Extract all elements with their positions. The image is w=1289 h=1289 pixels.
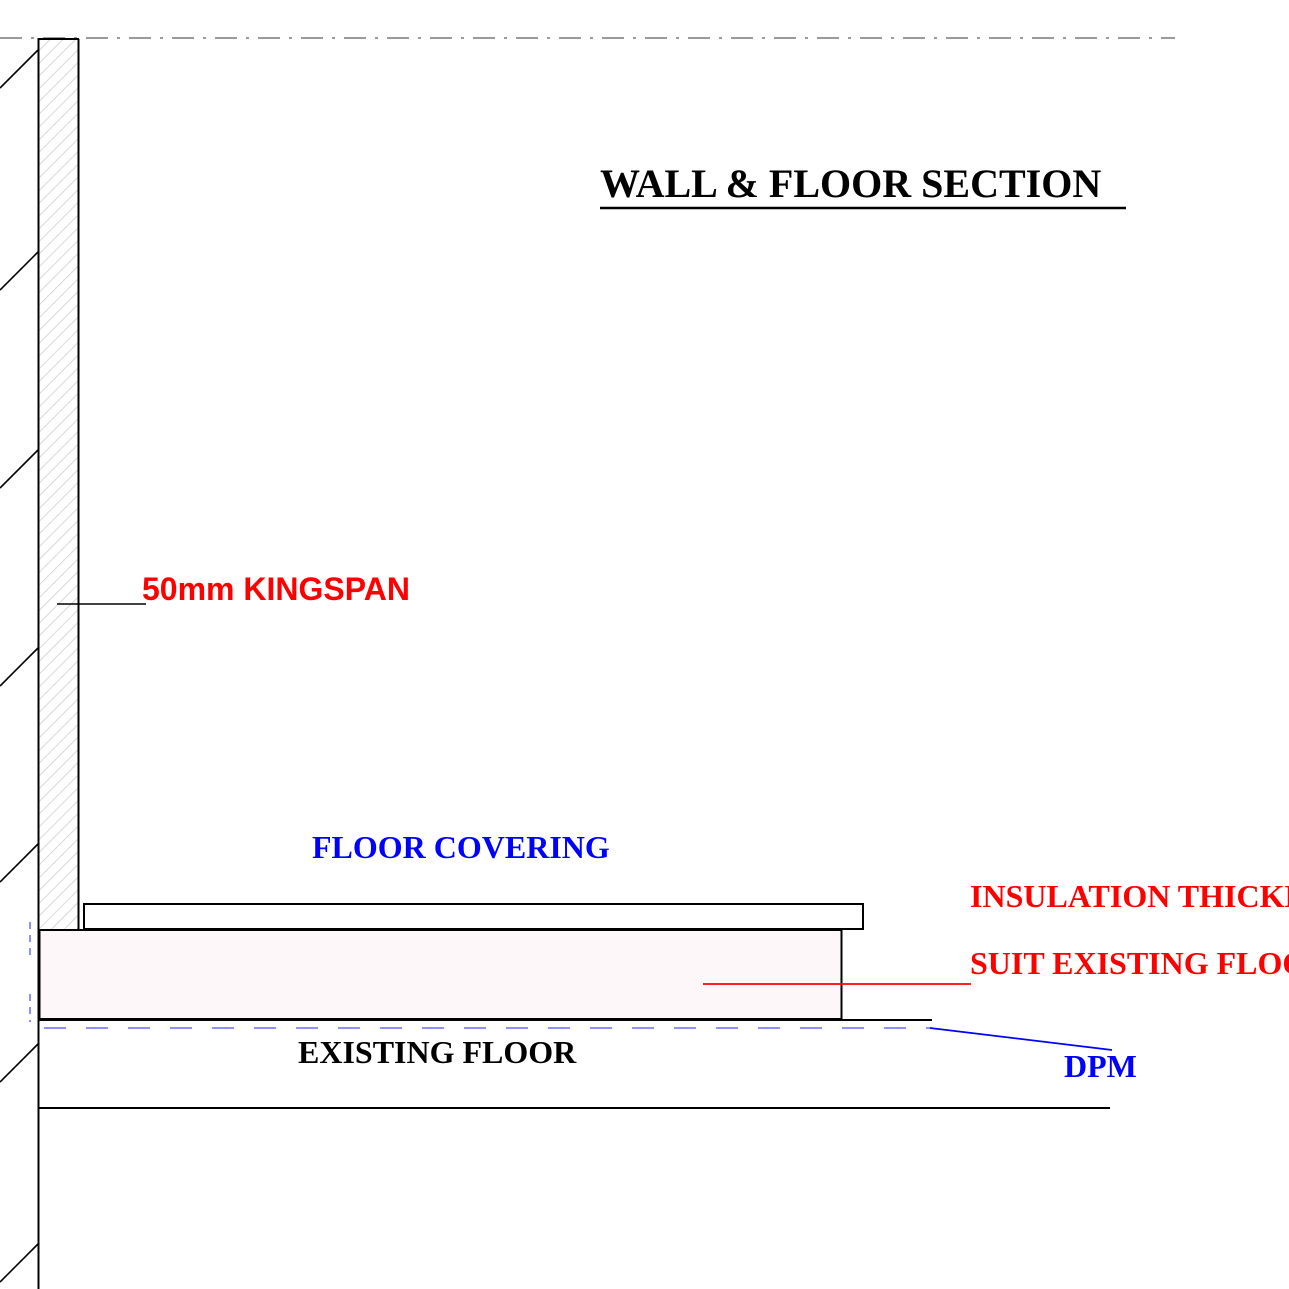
wall-hatching [0,49,39,1283]
existing-floor-label: EXISTING FLOOR [298,1034,577,1070]
kingspan-board [39,38,80,930]
insulation-layer [38,929,843,1020]
floor-covering-layer [83,903,864,930]
kingspan-label: 50mm KINGSPAN [142,571,410,607]
dpm-leader [929,1027,1113,1051]
insulation-label-line1: INSULATION THICKNESS TO [970,878,1289,914]
floor-covering-label: FLOOR COVERING [312,829,610,865]
drawing-title: WALL & FLOOR SECTION [600,161,1101,206]
dpm-label: DPM [1064,1048,1137,1084]
insulation-label-line2: SUIT EXISTING FLOOR LEVEL [970,945,1289,981]
